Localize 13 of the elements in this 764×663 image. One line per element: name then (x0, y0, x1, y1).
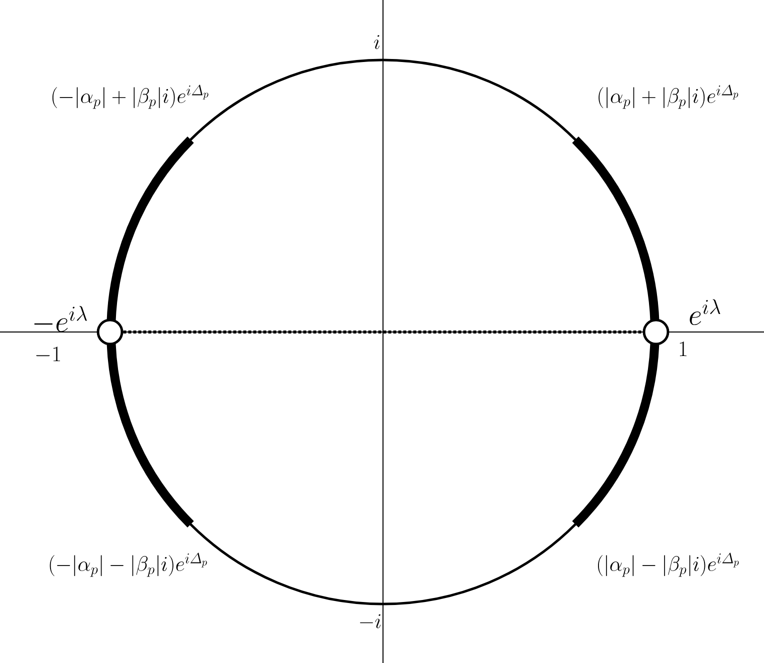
point-label: $-e^{i\lambda}$ (34, 306, 87, 332)
point-formula: $(|\alpha_p|-|\beta_p|i)e^{i\varDelta_p}$ (598, 552, 739, 577)
point-formula: $(-|\alpha_p|-|\beta_p|i)e^{i\varDelta_p}$ (50, 552, 207, 577)
point-marker (642, 318, 670, 346)
point-label: $e^{i\lambda}$ (690, 299, 720, 326)
axis-label: $-i$ (360, 614, 381, 628)
dotted-line (123, 330, 643, 334)
point-label: $1$ (680, 342, 686, 356)
axis-label: $i$ (374, 35, 380, 50)
point-label: $-1$ (36, 346, 60, 362)
point-formula: $(|\alpha_p|+|\beta_p|i)e^{i\varDelta_p}$ (598, 84, 738, 109)
point-marker (96, 318, 124, 346)
point-formula: $(-|\alpha_p|+|\beta_p|i)e^{i\varDelta_p}$ (52, 84, 208, 109)
